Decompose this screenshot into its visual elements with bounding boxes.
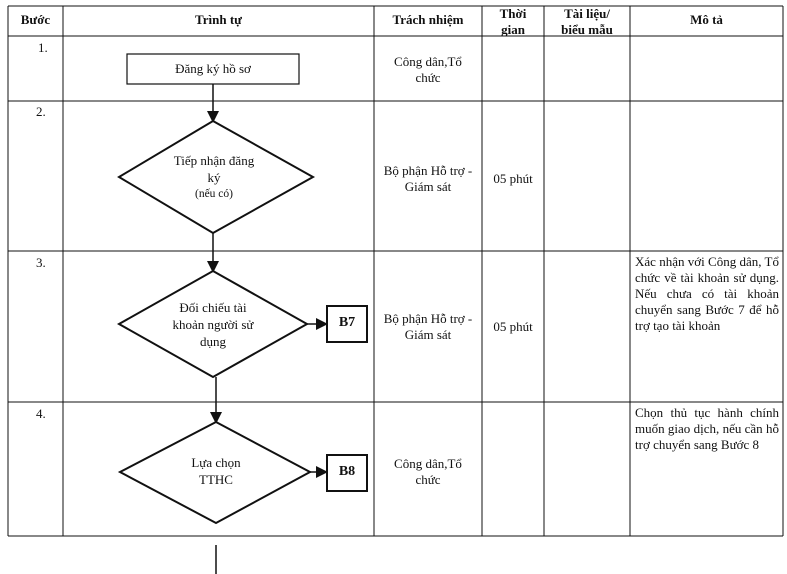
header-time: Thời gian	[482, 6, 544, 38]
header-time-line1: Thời	[499, 6, 527, 21]
row2-label-line2: ký	[207, 170, 221, 185]
row2-responsibility-line2: Giám sát	[404, 179, 452, 194]
row3-description: Xác nhận với Công dân, Tổ chức về tài kh…	[635, 254, 779, 333]
ref-box-b7	[326, 305, 368, 343]
row3-time: 05 phút	[493, 319, 533, 334]
header-step: Bước	[20, 12, 51, 27]
row4-decision-label: Lựa chọn TTHC	[141, 454, 291, 488]
row3-label-line1: Đối chiếu tài	[179, 300, 247, 315]
row1-process-label: Đăng ký hồ sơ	[175, 61, 251, 76]
header-docs-line1: Tài liệu/	[564, 6, 610, 21]
row2-responsibility-line1: Bộ phận Hỗ trợ -	[383, 163, 473, 178]
row1-step: 1.	[38, 40, 48, 55]
row3-decision-label: Đối chiếu tài khoản người sử dụng	[138, 299, 288, 350]
row1-responsibility: Công dân,Tổ chức	[374, 54, 482, 86]
row4-responsibility-line1: Công dân,Tổ	[394, 456, 462, 471]
row3-label-line2: khoản người sử	[172, 317, 254, 332]
decision-diamond-verify	[116, 269, 310, 379]
row4-responsibility: Công dân,Tổ chức	[374, 456, 482, 488]
row2-step: 2.	[36, 104, 46, 119]
row4-ref-label: B8	[338, 464, 356, 479]
row1-responsibility-line1: Công dân,Tổ	[394, 54, 462, 69]
row2-time: 05 phút	[493, 171, 533, 186]
process-box-register	[126, 53, 300, 85]
header-sequence: Trình tự	[195, 12, 242, 27]
row3-responsibility-line1: Bộ phận Hỗ trợ -	[383, 311, 473, 326]
row4-responsibility-line2: chức	[415, 472, 441, 487]
row3-responsibility: Bộ phận Hỗ trợ - Giám sát	[374, 311, 482, 343]
decision-diamond-select	[117, 420, 313, 525]
row2-decision-label: Tiếp nhận đăng ký (nếu có)	[139, 152, 289, 203]
header-responsibility: Trách nhiệm	[392, 12, 464, 27]
header-time-line2: gian	[501, 22, 525, 37]
row4-label-line2: TTHC	[199, 472, 233, 487]
row2-label-line3: (nếu có)	[195, 188, 233, 200]
header-docs: Tài liệu/ biểu mẫu	[544, 6, 630, 38]
row2-responsibility: Bộ phận Hỗ trợ - Giám sát	[374, 163, 482, 195]
header-docs-line2: biểu mẫu	[561, 22, 613, 37]
row2-label-line1: Tiếp nhận đăng	[173, 153, 255, 168]
row3-label-line3: dụng	[200, 334, 226, 349]
header-description: Mô tả	[690, 12, 723, 27]
row1-responsibility-line2: chức	[415, 70, 441, 85]
row3-responsibility-line2: Giám sát	[404, 327, 452, 342]
row4-description: Chọn thủ tục hành chính muốn giao dịch, …	[635, 405, 779, 452]
ref-box-b8	[326, 454, 368, 492]
row3-step: 3.	[36, 255, 46, 270]
row4-label-line1: Lựa chọn	[191, 455, 241, 470]
row4-step: 4.	[36, 406, 46, 421]
row3-ref-label: B7	[338, 315, 356, 330]
